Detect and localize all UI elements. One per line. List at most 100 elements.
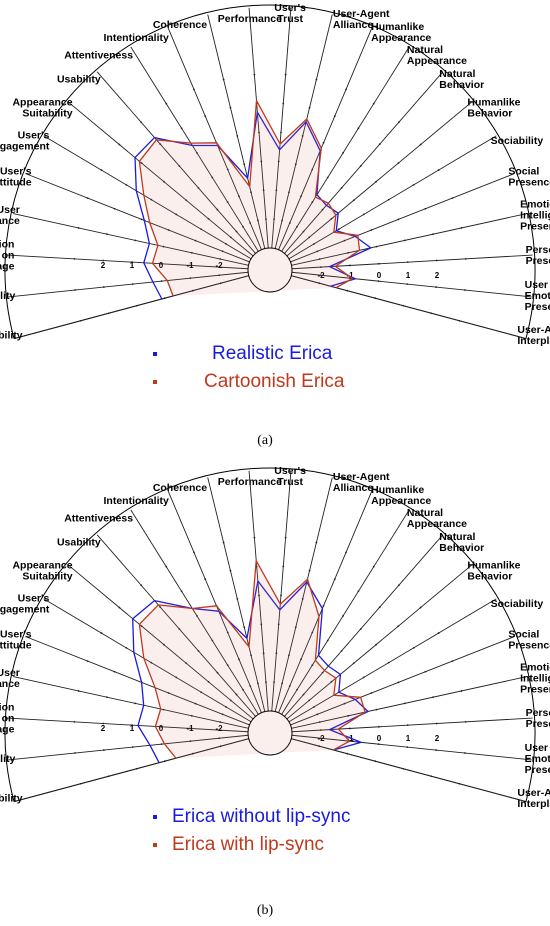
tick-label-left: 2: [101, 724, 106, 733]
tick-dot: [294, 163, 297, 165]
tick-dot: [196, 152, 198, 154]
category-label-performance: Performance: [218, 476, 282, 488]
tick-dot: [189, 277, 192, 280]
tick-dot: [374, 760, 377, 763]
tick-dot: [189, 727, 192, 730]
tick-dot: [165, 102, 168, 105]
tick-dot: [372, 565, 375, 568]
category-label-coherence: Coherence: [153, 19, 207, 31]
tick-dot: [374, 297, 377, 300]
tick-dot: [229, 699, 232, 702]
tick-dot: [277, 623, 280, 626]
tick-dot: [73, 257, 76, 260]
series-line-erica-with-lip-sync: [138, 560, 366, 759]
category-label-user-s-engagement: User'sEngagement: [0, 130, 50, 153]
spoke-likeability: [15, 275, 249, 339]
tick-dot: [330, 680, 333, 683]
tick-dot: [275, 189, 278, 192]
tick-dot: [211, 639, 214, 642]
spoke-user-s-trust: [271, 7, 292, 249]
tick-dot: [194, 239, 197, 242]
tick-dot: [343, 239, 346, 242]
outer-arc: [4, 4, 536, 339]
tick-dot: [222, 541, 225, 544]
spoke-emotional-intelligence-presence: [291, 213, 527, 266]
spoke-user-s-engagement: [43, 135, 252, 260]
tick-dot: [357, 590, 360, 593]
spoke-enjoyability: [8, 734, 249, 761]
tick-dot: [118, 143, 121, 146]
tick-dot: [308, 569, 311, 572]
tick-dot: [229, 236, 232, 239]
legend-label-realistic-erica: Realistic Erica: [212, 343, 333, 364]
spoke-natural-appearance: [281, 46, 410, 252]
tick-dot: [300, 658, 302, 661]
spoke-sociability: [288, 135, 497, 260]
legend-marker-erica-without-lip-sync: [153, 815, 157, 819]
tick-dot: [236, 135, 239, 137]
tick-dot: [107, 312, 110, 315]
tick-dot: [102, 286, 105, 288]
category-label-intentionality: Intentionality: [104, 32, 169, 44]
tick-dot: [189, 740, 192, 743]
figure-caption: (a): [257, 433, 273, 448]
tick-dot: [316, 250, 319, 253]
tick-label-right: 1: [406, 271, 411, 280]
tick-dot: [107, 775, 110, 778]
spoke-appearance-suitability: [67, 564, 254, 720]
tick-dot: [250, 654, 252, 657]
tick-dot: [253, 536, 256, 539]
tick-dot: [464, 720, 467, 723]
tick-dot: [282, 102, 285, 105]
spoke-user-agent-interplay: [291, 275, 525, 339]
tick-dot: [86, 197, 89, 199]
tick-dot: [175, 213, 178, 216]
tick-dot: [236, 598, 239, 600]
tick-dot: [273, 218, 275, 221]
tick-label-right: -2: [317, 271, 325, 280]
tick-dot: [319, 737, 322, 740]
tick-dot: [280, 131, 282, 134]
tick-dot: [464, 752, 466, 754]
spoke-humanlike-appearance: [278, 27, 373, 250]
tick-dot: [273, 681, 275, 684]
tick-dot: [222, 78, 225, 81]
radar-chart-b: -2-2-1-1001122LikeabilityEnjoyabilityInt…: [0, 465, 550, 918]
tick-dot: [175, 676, 178, 679]
tick-dot: [370, 692, 373, 694]
tick-dot: [311, 168, 314, 171]
tick-dot: [100, 169, 103, 171]
legend-label-erica-without-lip-sync: Erica without lip-sync: [172, 806, 350, 827]
spoke-user-s-engagement: [43, 598, 252, 723]
tick-dot: [345, 88, 347, 91]
category-label-likeability: Likeability: [0, 792, 23, 804]
spoke-user-s-trust: [271, 470, 292, 712]
tick-dot: [258, 594, 260, 597]
tick-dot: [377, 743, 380, 746]
tick-dot: [397, 218, 400, 221]
tick-label-right: 2: [435, 271, 440, 280]
tick-dot: [288, 222, 291, 224]
tick-dot: [375, 245, 378, 248]
category-label-emotional-intelligence-presence: EmotionalIntelligencePresence: [520, 199, 550, 233]
spoke-user-agent-alliance: [274, 14, 333, 249]
category-label-social-presence: SocialPresence: [508, 166, 550, 189]
tick-dot: [288, 685, 291, 687]
tick-dot: [464, 257, 467, 260]
spoke-user-agent-interplay: [291, 738, 525, 802]
tick-dot: [348, 264, 351, 267]
tick-dot: [311, 664, 314, 667]
tick-dot: [321, 208, 324, 211]
tick-dot: [340, 186, 343, 189]
spoke-sociability: [288, 598, 497, 723]
outer-arc: [4, 467, 536, 802]
tick-dot: [460, 690, 463, 692]
category-label-usability: Usability: [57, 536, 101, 548]
tick-dot: [377, 262, 380, 265]
spoke-humanlike-behavior: [286, 101, 473, 257]
tick-dot: [242, 225, 244, 228]
tick-dot: [308, 106, 311, 109]
